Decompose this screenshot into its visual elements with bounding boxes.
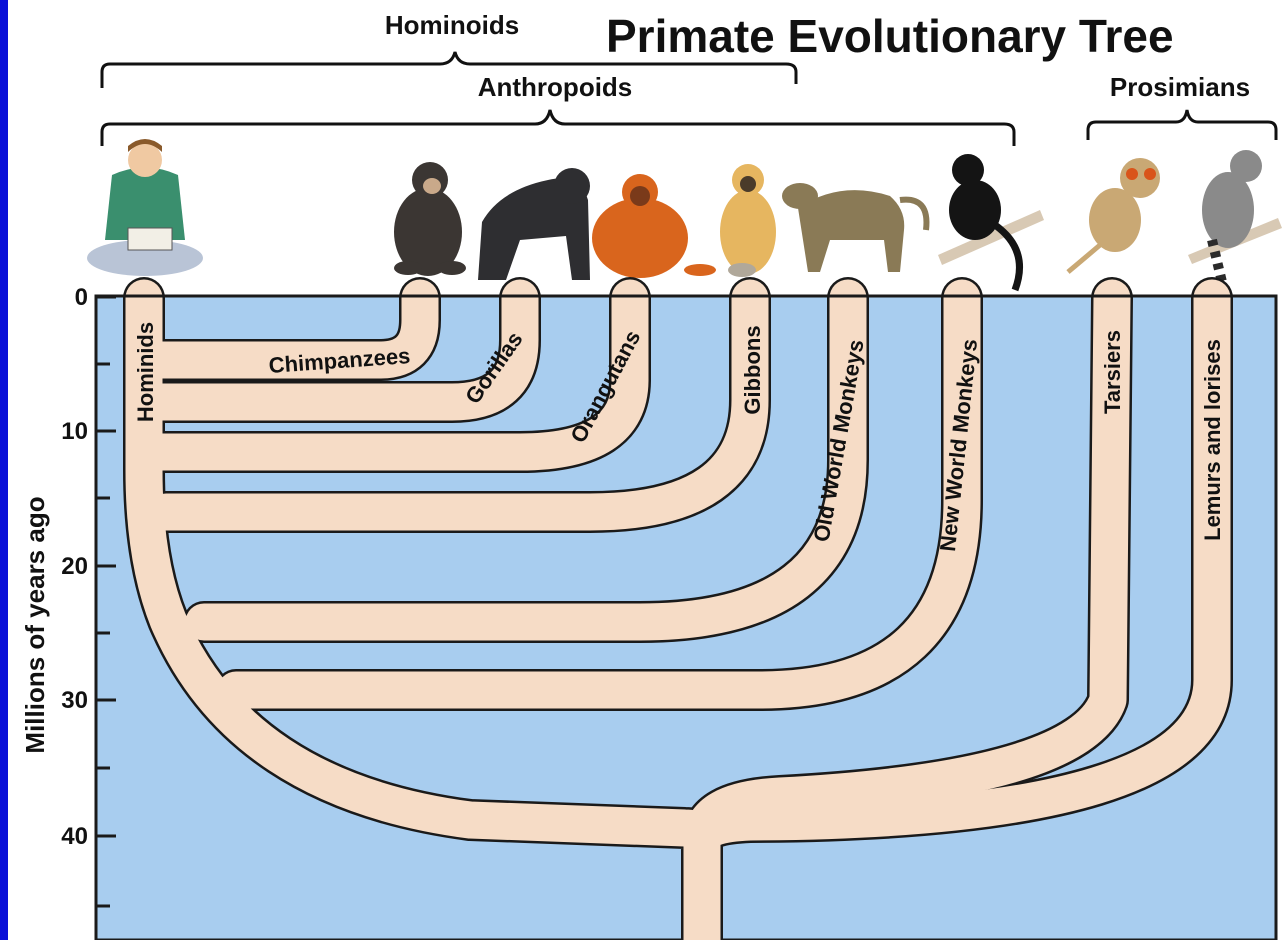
tick-label-0: 0 bbox=[75, 284, 88, 311]
tick-label-30: 30 bbox=[61, 687, 88, 714]
hominoids-label: Hominoids bbox=[385, 10, 519, 40]
anthropoids-label: Anthropoids bbox=[478, 72, 633, 102]
chimpanzee-icon bbox=[394, 162, 466, 276]
axis-title: Millions of years ago bbox=[20, 496, 50, 753]
prosimians-bracket bbox=[1088, 110, 1276, 140]
taxon-label-lemurs: Lemurs and lorises bbox=[1200, 339, 1225, 541]
baboon-icon bbox=[782, 183, 926, 272]
prosimians-label: Prosimians bbox=[1110, 72, 1250, 102]
spider-monkey-icon bbox=[938, 154, 1044, 290]
gibbon-icon bbox=[720, 164, 776, 277]
lemur-icon bbox=[1188, 150, 1282, 282]
anthropoids-bracket bbox=[102, 110, 1014, 146]
tick-label-20: 20 bbox=[61, 553, 88, 580]
human-reading-icon bbox=[87, 139, 203, 276]
tick-label-10: 10 bbox=[61, 418, 88, 445]
tarsier-icon bbox=[1068, 158, 1160, 272]
orangutan-icon bbox=[592, 174, 716, 278]
tick-label-40: 40 bbox=[61, 823, 88, 850]
taxon-label-tarsiers: Tarsiers bbox=[1100, 330, 1125, 414]
gorilla-icon bbox=[478, 168, 590, 280]
diagram-title: Primate Evolutionary Tree bbox=[606, 10, 1174, 62]
taxon-label-hominids: Hominids bbox=[133, 322, 158, 422]
taxon-label-gibbons: Gibbons bbox=[740, 325, 765, 414]
